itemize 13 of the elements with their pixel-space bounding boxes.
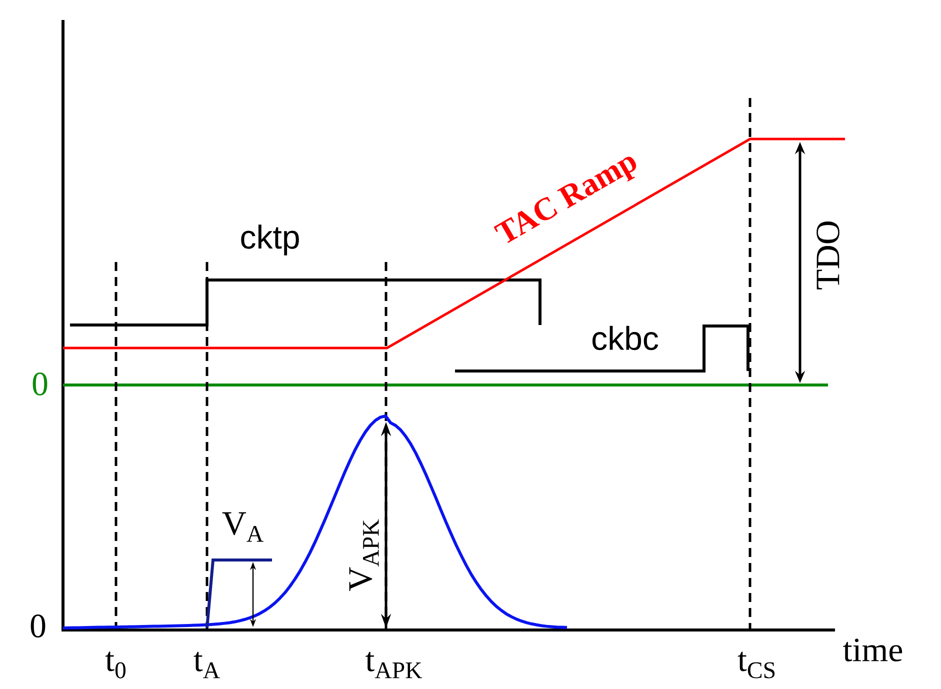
signal-label: cktp: [241, 224, 299, 256]
ramp-label: TAC Ramp: [494, 156, 636, 243]
axis-label: 0: [30, 614, 46, 638]
time-marker-label: t$_{APK}$: [366, 652, 422, 678]
time-marker-label: t$_{0}$: [105, 652, 126, 678]
time-marker-label: t$_{A}$: [194, 652, 220, 678]
dimension-label: TDO: [816, 221, 840, 290]
dimension-label: V$_{A}$: [222, 512, 264, 542]
signal-label: ckbc: [592, 326, 658, 350]
axis-label: time: [843, 638, 902, 662]
dimension-label: V$_{APK}$: [349, 519, 379, 591]
time-marker-label: t$_{CS}$: [738, 652, 775, 678]
axis-label: 0: [32, 372, 48, 396]
